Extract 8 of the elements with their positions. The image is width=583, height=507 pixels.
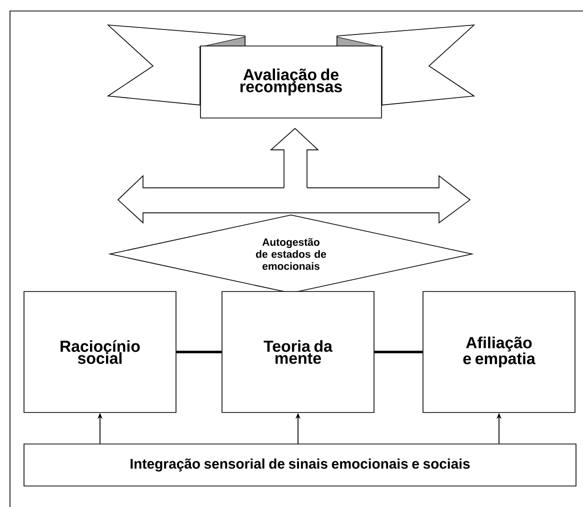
process-box: Integração sensorial de sinais emocionais e sociais xyxy=(24,444,576,486)
connector-line xyxy=(176,350,222,354)
process-box: Afiliação e empatia xyxy=(422,291,576,413)
process-box: Teoria da mente xyxy=(222,291,374,413)
banner: Avaliação de recompensas xyxy=(106,24,476,118)
block-arrow xyxy=(270,128,320,188)
connector-line xyxy=(374,350,423,354)
process-box: Raciocínio social xyxy=(24,291,176,413)
